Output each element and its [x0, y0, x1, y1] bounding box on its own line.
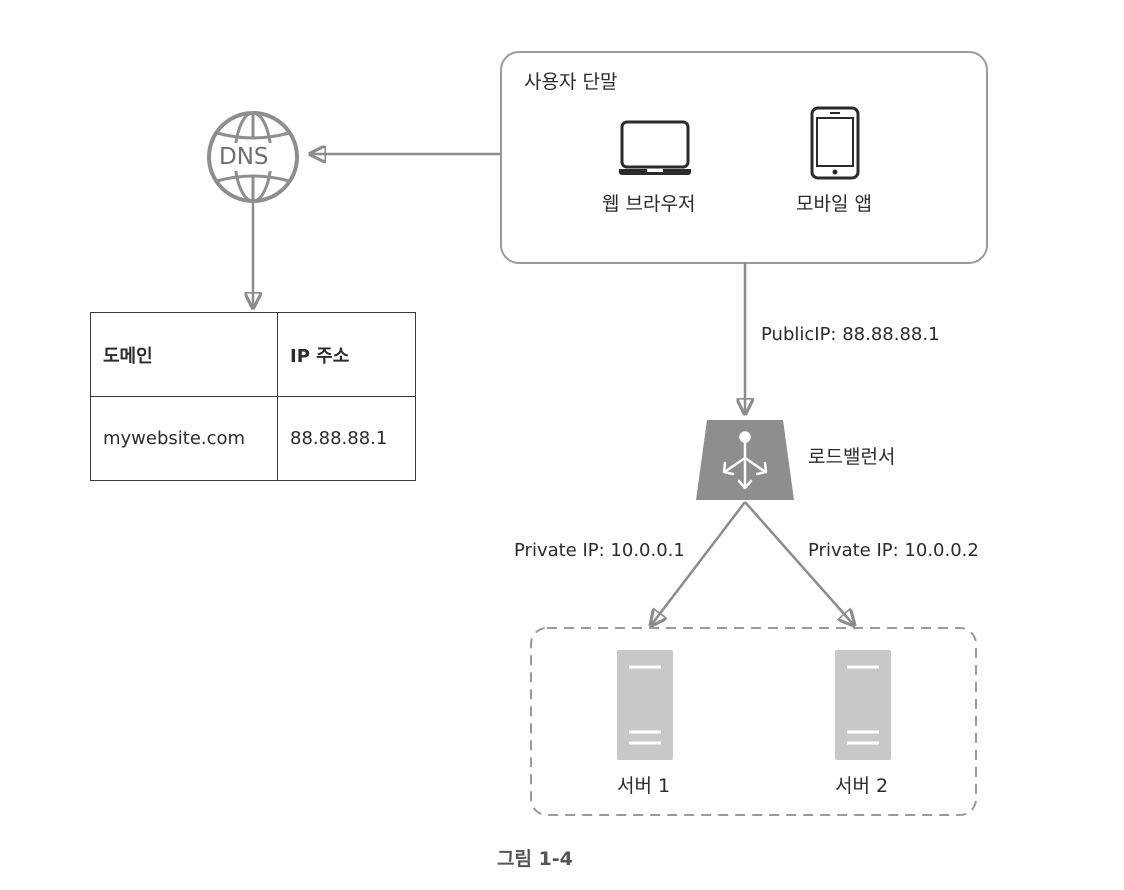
dns-record-table: 도메인 IP 주소 mywebsite.com 88.88.88.1 — [90, 312, 416, 481]
mobile-phone-icon — [810, 106, 860, 180]
figure-caption: 그림 1-4 — [497, 848, 573, 870]
device-group-title: 사용자 단말 — [524, 71, 618, 93]
ip-column-header: IP 주소 — [277, 312, 416, 397]
server-1-label: 서버 1 — [617, 775, 671, 797]
globe-icon — [207, 111, 299, 203]
public-ip-label: PublicIP: 88.88.88.1 — [761, 324, 940, 345]
server-icon — [617, 650, 673, 760]
server-2-label: 서버 2 — [835, 775, 889, 797]
dns-label: DNS — [219, 144, 269, 170]
server-group-box — [530, 627, 977, 816]
web-browser-label: 웹 브라우저 — [602, 193, 696, 215]
private-ip-1-label: Private IP: 10.0.0.1 — [514, 540, 685, 561]
domain-column-header: 도메인 — [90, 312, 278, 397]
server-icon — [835, 650, 891, 760]
edge-lb-to-server-2 — [744, 501, 853, 624]
domain-cell: mywebsite.com — [90, 396, 278, 481]
ip-cell: 88.88.88.1 — [277, 396, 416, 481]
load-balancer-label: 로드밸런서 — [808, 446, 896, 468]
mobile-app-label: 모바일 앱 — [796, 193, 872, 215]
table-row: mywebsite.com 88.88.88.1 — [90, 396, 416, 481]
laptop-icon — [619, 120, 691, 175]
load-balancer-icon — [696, 420, 794, 500]
edge-lb-to-server-1 — [652, 501, 746, 624]
private-ip-2-label: Private IP: 10.0.0.2 — [808, 540, 979, 561]
table-header-row: 도메인 IP 주소 — [90, 312, 416, 397]
